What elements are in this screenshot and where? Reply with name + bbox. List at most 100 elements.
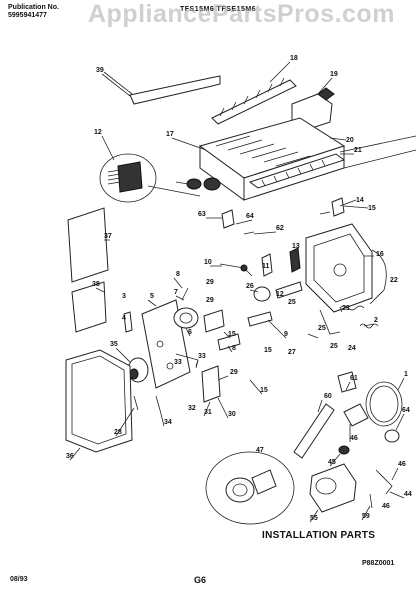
publication-label: Publication No.	[8, 4, 59, 11]
label-19: 19	[330, 71, 338, 78]
part-25-screw[interactable]	[307, 333, 319, 339]
part-61-bracket[interactable]	[221, 209, 235, 229]
label-46-top: 46	[350, 435, 358, 442]
part-51-tube[interactable]	[293, 403, 335, 459]
part-6-motor[interactable]	[173, 307, 199, 329]
part-14-pin[interactable]	[319, 211, 331, 215]
label-51: 60	[324, 393, 332, 400]
diagram-code: P88Z0001	[362, 560, 395, 567]
part-46-fitting[interactable]	[343, 403, 369, 427]
label-9: 9	[284, 331, 288, 338]
label-59: 59	[362, 513, 370, 520]
part-47-valve-connector[interactable]	[205, 451, 295, 525]
part-18-ejector[interactable]	[211, 77, 297, 125]
label-33-left: 33	[174, 359, 182, 366]
label-48: 46	[398, 461, 406, 468]
part-7-lever[interactable]	[181, 287, 189, 301]
label-8: 8	[232, 345, 236, 352]
part-8-bracket[interactable]	[217, 333, 241, 351]
label-36: 36	[66, 453, 74, 460]
part-36-front-cover[interactable]	[65, 349, 133, 453]
part-16-housing[interactable]	[305, 223, 387, 313]
part-26-cam[interactable]	[253, 286, 271, 302]
label-16: 16	[376, 251, 384, 258]
label-47: 47	[256, 447, 264, 454]
label-12: 12	[94, 129, 102, 136]
label-45: 45	[328, 459, 336, 466]
part-29-switch[interactable]	[203, 309, 225, 333]
label-33: 33	[198, 353, 206, 360]
label-25-right: 25	[318, 325, 326, 332]
label-4: 4	[122, 315, 126, 322]
part-10-wire[interactable]	[219, 263, 253, 277]
label-17: 17	[166, 131, 174, 138]
label-15-mid: 15	[228, 331, 236, 338]
label-2: 2	[374, 317, 378, 324]
part-24-arm[interactable]	[319, 309, 341, 335]
part-44-clamp[interactable]	[375, 469, 393, 495]
label-26: 26	[246, 283, 254, 290]
label-20: 20	[346, 137, 354, 144]
footer-page-code: G6	[194, 575, 207, 585]
part-27-shaft[interactable]	[275, 281, 303, 299]
label-27: 27	[288, 349, 296, 356]
label-64: 64	[402, 407, 410, 414]
label-60: 62	[276, 225, 284, 232]
part-34-screw[interactable]	[155, 395, 161, 411]
label-32: 32	[188, 405, 196, 412]
label-55: 55	[310, 515, 318, 522]
label-62: 64	[246, 213, 254, 220]
label-61: 63	[198, 211, 206, 218]
part-38-instruction-sheet[interactable]	[71, 281, 107, 333]
part-60-screw[interactable]	[243, 231, 255, 235]
part-21-shelf[interactable]	[248, 135, 417, 189]
label-12-mid: 12	[276, 291, 284, 298]
part-11-bracket[interactable]	[261, 253, 273, 277]
part-59-screw[interactable]	[369, 493, 373, 509]
label-3: 3	[122, 293, 126, 300]
part-63-clamp[interactable]	[337, 371, 357, 393]
label-14: 14	[356, 197, 364, 204]
part-9-arm[interactable]	[247, 311, 273, 327]
publication-number: 5995941477	[8, 12, 47, 19]
label-44: 44	[404, 491, 412, 498]
label-25: 25	[330, 343, 338, 350]
part-13-switch[interactable]	[289, 247, 301, 273]
label-30: 30	[228, 411, 236, 418]
label-34: 34	[164, 419, 172, 426]
label-15-top: 15	[368, 205, 376, 212]
label-11: 11	[262, 263, 270, 270]
label-29: 29	[230, 369, 238, 376]
label-21: 21	[354, 147, 362, 154]
label-7: 7	[174, 289, 178, 296]
label-29-top: 29	[206, 279, 214, 286]
label-1: 1	[404, 371, 408, 378]
part-2-spring[interactable]	[359, 323, 379, 329]
label-29-mid: 29	[206, 297, 214, 304]
part-12-wiring-harness[interactable]	[99, 153, 201, 203]
part-3-spring[interactable]	[123, 311, 133, 333]
label-23: 23	[342, 305, 350, 312]
installation-parts-title: INSTALLATION PARTS	[262, 530, 376, 541]
part-15-clip[interactable]	[331, 197, 345, 217]
label-10: 10	[204, 259, 212, 266]
model-numbers: TFS15M6 TFSE15M6	[180, 6, 257, 13]
part-64-clip[interactable]	[384, 429, 400, 443]
label-39: 39	[96, 67, 104, 74]
part-55-water-valve[interactable]	[309, 463, 357, 513]
label-8-top: 8	[176, 271, 180, 278]
part-1-water-tube[interactable]	[365, 381, 403, 427]
label-6: 6	[188, 329, 192, 336]
part-28-screw[interactable]	[133, 395, 139, 411]
watermark: AppliancePartsPros.com	[88, 0, 395, 28]
part-37-instruction-sheet[interactable]	[67, 207, 109, 283]
part-35-gear[interactable]	[127, 357, 149, 383]
footer-date-code: 08/93	[10, 576, 28, 583]
part-39-fill-tube[interactable]	[101, 73, 221, 105]
label-38: 38	[92, 281, 100, 288]
label-35: 35	[110, 341, 118, 348]
part-23-spring[interactable]	[339, 305, 365, 311]
part-31-switch[interactable]	[201, 365, 221, 403]
part-45-nut[interactable]	[338, 445, 350, 455]
